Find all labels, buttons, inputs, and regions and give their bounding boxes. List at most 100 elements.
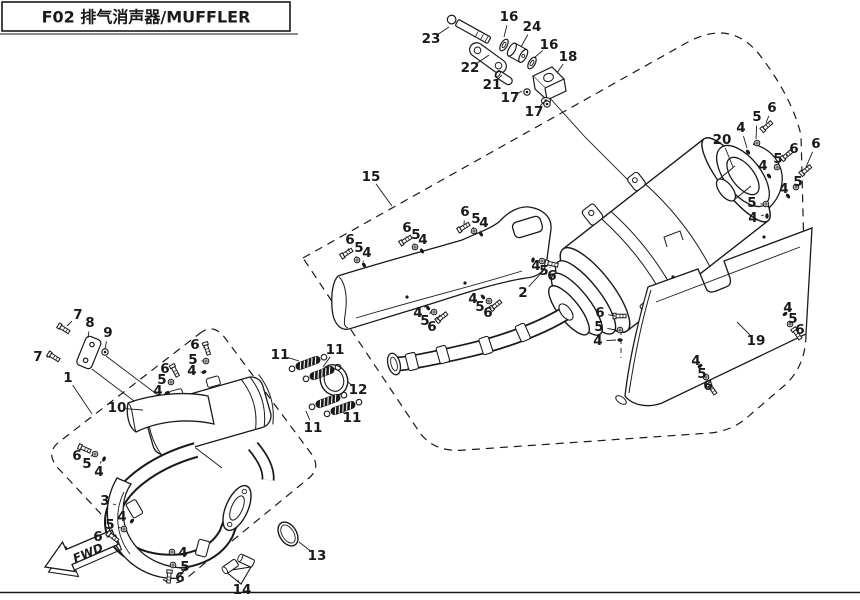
callout-leader	[761, 214, 765, 217]
part-callout-6: 6	[789, 141, 798, 157]
part-callout-4: 4	[758, 158, 767, 174]
spring-coil-line	[328, 366, 331, 375]
spacer-icon	[102, 456, 106, 462]
washer-16b	[527, 56, 537, 70]
bolt-icon	[397, 234, 413, 247]
spring-part11	[308, 391, 348, 411]
callout-leader	[520, 34, 529, 48]
page-title: F02 排气消声器/MUFFLER	[42, 8, 251, 27]
header-flange	[222, 484, 252, 532]
bracket-hole-2	[631, 177, 638, 184]
part-callout-5: 5	[157, 372, 166, 388]
spring-coil-line	[345, 402, 348, 411]
spacer-icon	[478, 231, 484, 237]
spring-coil-line	[342, 404, 344, 412]
washer-icon	[702, 373, 710, 381]
inlet-flange-ring	[558, 303, 574, 321]
upper-shield-window	[511, 215, 544, 239]
spacer-icon	[745, 149, 751, 155]
spacer-icon	[164, 391, 170, 395]
callout-leader	[437, 26, 450, 35]
spacer-icon	[617, 338, 623, 342]
gasket12-outer	[319, 364, 349, 396]
spacer-icon	[361, 262, 367, 268]
callout-leader	[606, 339, 617, 341]
spring-part11	[323, 398, 363, 418]
pipe-clamp-2	[435, 344, 451, 365]
callout-leader	[66, 320, 73, 327]
bolt-icon	[455, 221, 471, 234]
boundary-headerpipe-group	[51, 328, 317, 584]
nut-icon	[101, 348, 109, 356]
bolt-icon	[705, 381, 718, 396]
callout-leader	[347, 381, 352, 386]
callout-leader	[362, 260, 364, 263]
hanger-plate	[76, 335, 102, 370]
callout-leader	[125, 408, 144, 411]
spring-coil-line	[317, 370, 320, 379]
callout-leader	[429, 309, 433, 315]
part-callout-4: 4	[691, 353, 700, 369]
clamp14-bracket	[223, 566, 253, 585]
bushing-24	[506, 42, 529, 63]
part-callout-6: 6	[402, 220, 411, 236]
oring13-outer	[277, 521, 299, 547]
spacer-icon	[425, 305, 431, 311]
part-callout-17: 17	[501, 90, 520, 106]
callout-leader	[503, 25, 508, 38]
washer-icon	[762, 200, 770, 208]
callout-leader	[736, 321, 751, 336]
part-callout-14: 14	[233, 582, 252, 598]
springs-layer	[288, 353, 363, 418]
part-callout-4: 4	[418, 232, 427, 248]
spacer-icon	[765, 213, 769, 219]
callout-leader	[476, 54, 490, 64]
title-block: F02 排气消声器/MUFFLER	[0, 1, 298, 35]
callout-leader	[608, 314, 616, 317]
callout-leader	[118, 526, 122, 529]
callout-leader	[424, 305, 427, 308]
callout-leader	[556, 63, 564, 74]
spring-coil-line	[299, 361, 302, 370]
part-callout-6: 6	[345, 232, 354, 248]
clamp-14	[221, 553, 255, 585]
bolt-icon	[790, 326, 803, 341]
part-callout-5: 5	[180, 559, 189, 575]
header-clamp-1	[125, 499, 144, 519]
pipe-clamps	[404, 322, 531, 372]
inlet-pipe-opening	[386, 352, 402, 376]
washer-icon	[353, 256, 361, 264]
spring-coil-line	[330, 395, 333, 404]
callout-leader	[492, 303, 495, 307]
washer-icon	[91, 450, 99, 458]
spring-part11	[288, 353, 328, 373]
spring-coil-line	[313, 371, 316, 380]
part-callout-4: 4	[783, 300, 792, 316]
spacer-icon	[129, 518, 135, 524]
header-clamp-2	[194, 538, 210, 558]
washer-icon	[786, 320, 794, 328]
boundary-muffler-group	[302, 32, 807, 451]
part-callout-6: 6	[72, 448, 81, 464]
heat-shield-19	[615, 227, 813, 407]
spring-coil-line	[310, 357, 313, 366]
part-callout-5: 5	[539, 263, 548, 279]
part-callout-4: 4	[187, 363, 196, 379]
pin-21	[494, 70, 513, 86]
header-stub-fill	[249, 442, 273, 481]
nut-icon	[523, 88, 531, 96]
washer-icon	[773, 163, 781, 171]
part-callout-5: 5	[420, 313, 429, 329]
heat-shield-3	[106, 477, 188, 579]
washer-16a	[499, 38, 509, 52]
part-callout-4: 4	[479, 215, 488, 231]
spring-coil-line	[314, 356, 317, 365]
spring-eye	[302, 375, 310, 383]
shield19-crease	[655, 246, 801, 303]
shield3-outline	[106, 477, 188, 579]
callout-leader	[743, 136, 748, 149]
washer-icon	[430, 308, 438, 316]
shield19-dot-1	[671, 275, 675, 279]
